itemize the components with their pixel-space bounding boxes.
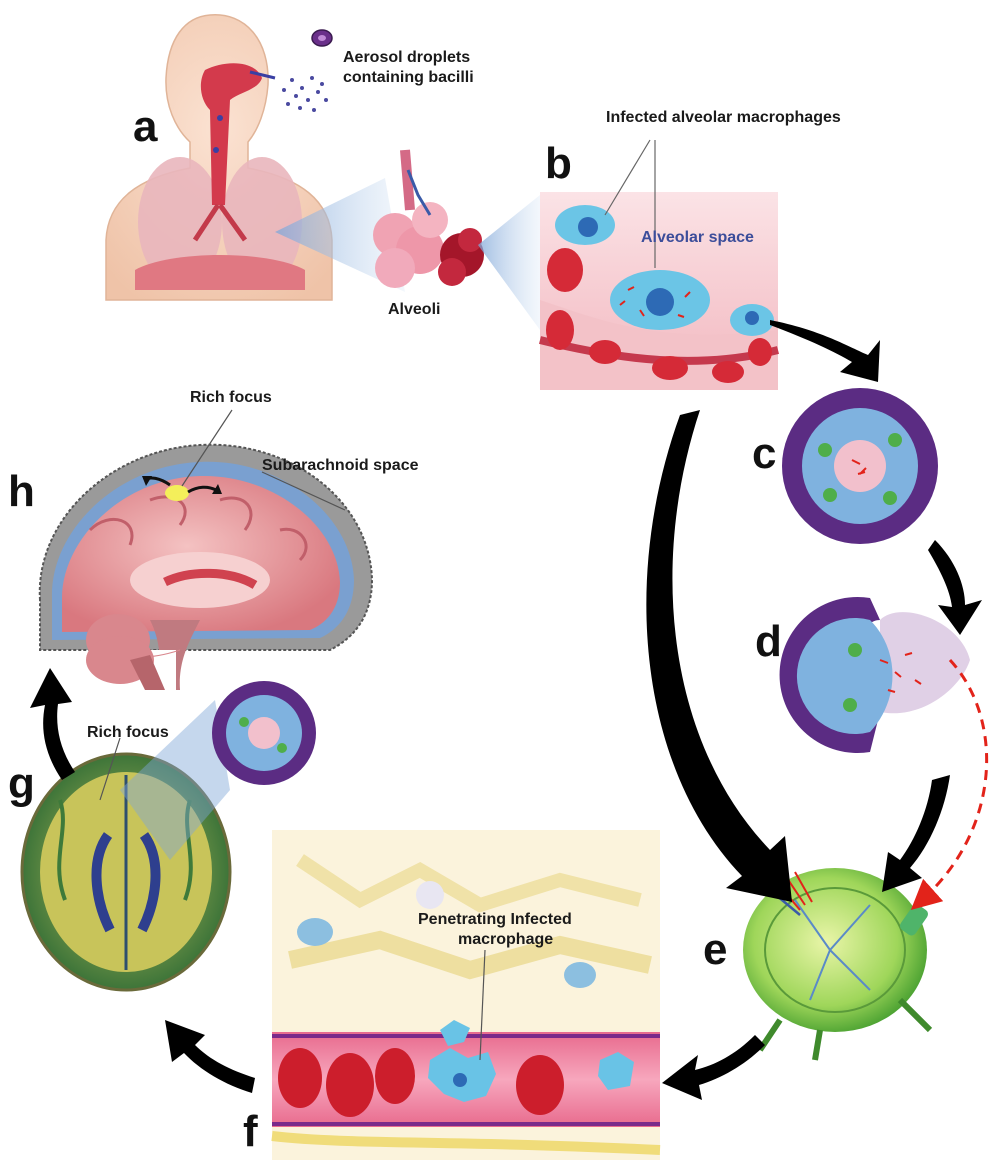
alveolar-tissue [540,192,778,390]
panel-letter-e: e [703,928,727,972]
rich-focus-caption-h: Rich focus [190,388,272,407]
alveoli-cluster [373,150,484,288]
sagittal-brain [40,445,372,690]
alveoli-caption: Alveoli [388,300,440,319]
granuloma-mini [212,681,316,785]
zoom-cone-b [478,195,540,330]
aerosol-droplets [282,76,328,112]
granuloma-ruptured [780,597,970,753]
arrow-g-to-h [30,668,75,780]
panel-letter-f: f [243,1110,258,1154]
panel-letter-g: g [8,762,35,806]
panel-letter-b: b [545,142,572,186]
alveolar-space-caption: Alveolar space [641,228,754,247]
arrow-e-to-f [662,1035,765,1100]
panel-letter-a: a [133,105,157,149]
panel-letter-c: c [752,432,776,476]
aerosol-caption-line2: containing bacilli [343,68,474,87]
arrow-f-to-g [165,1020,255,1093]
granuloma-intact [782,388,938,544]
subarachnoid-caption: Subarachnoid space [262,456,419,475]
vessel-panel [272,830,660,1160]
arrow-b-to-c [770,320,880,382]
penetrating-caption-line1: Penetrating Infected [418,910,572,929]
macrophages-caption: Infected alveolar macrophages [606,108,841,127]
human-silhouette [106,15,332,300]
penetrating-caption-line2: macrophage [458,930,553,949]
panel-letter-h: h [8,470,35,514]
panel-letter-d: d [755,620,782,664]
arrow-c-to-d [928,540,982,635]
rich-focus-spot-h [165,485,189,501]
aerosol-caption-line1: Aerosol droplets [343,48,470,67]
rich-focus-caption-g: Rich focus [87,723,169,742]
arrow-d-to-e [882,775,950,892]
